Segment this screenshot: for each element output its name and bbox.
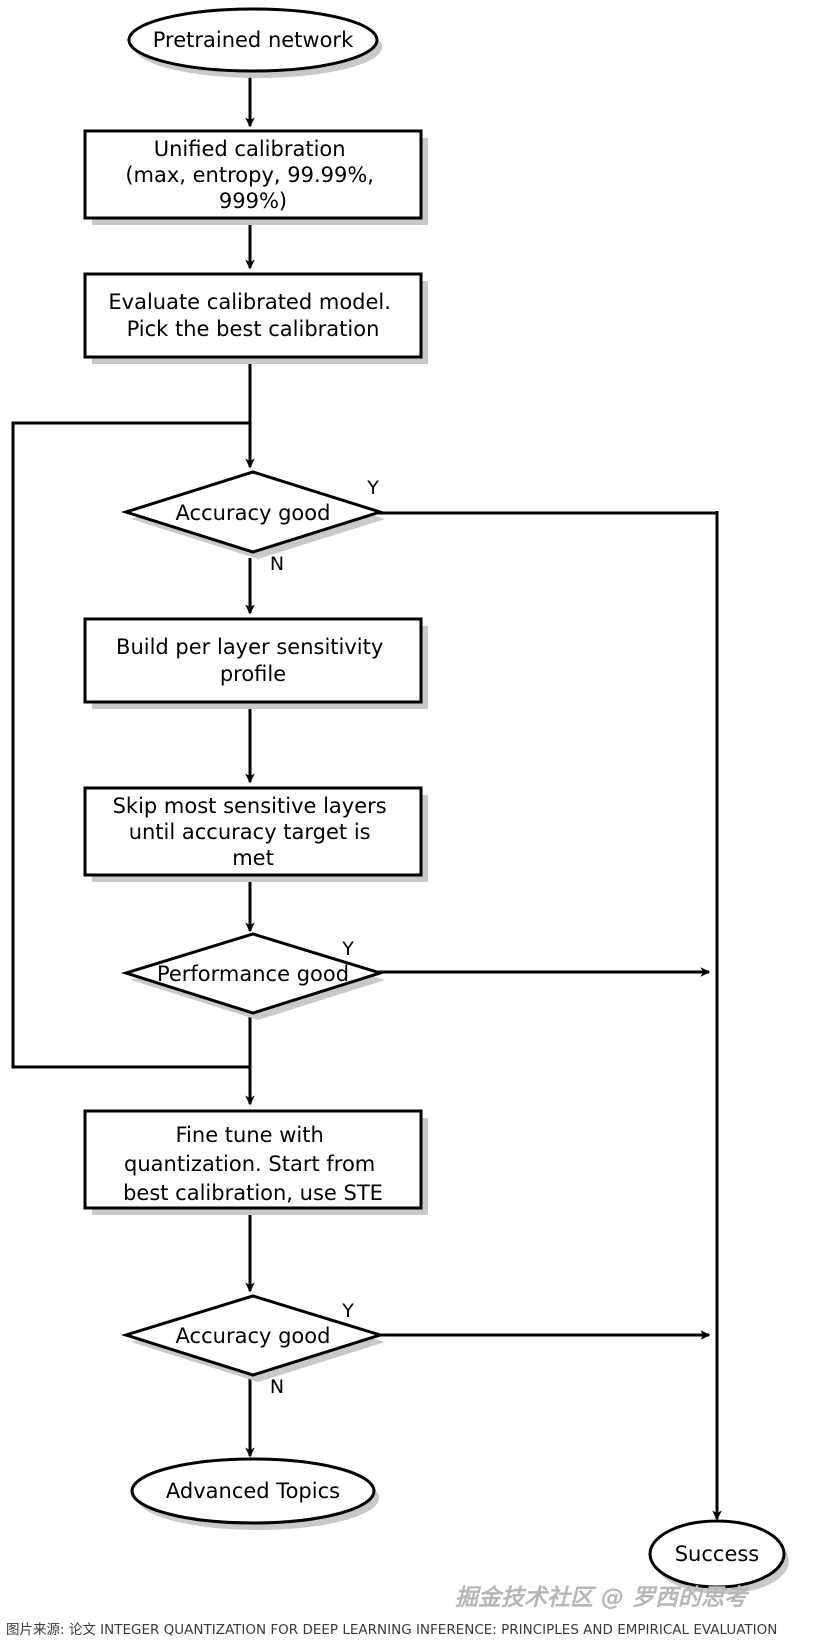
node-performance-good-shape: [120, 932, 386, 1015]
node-performance-good-yes-label: Y: [341, 938, 354, 960]
node-sensitivity-profile-label: Build per layer sensitivity profile: [116, 635, 390, 686]
node-sensitivity-profile-line-1: Build per layer sensitivity: [116, 635, 383, 659]
node-sensitivity-profile[interactable]: Build per layer sensitivity profile: [83, 617, 428, 709]
edge-loopback-rail: [11, 421, 250, 1069]
node-start-shape: [127, 7, 379, 73]
node-fine-tune-shape: [83, 1109, 423, 1210]
node-fine-tune[interactable]: Fine tune with quantization. Start from …: [83, 1109, 428, 1215]
node-evaluate-line-2: Pick the best calibration: [127, 317, 380, 341]
node-success-shape: [648, 1519, 786, 1589]
node-skip-sensitive-layers-line-2: until accuracy target is: [129, 820, 371, 844]
node-calibration-shape: [83, 129, 423, 220]
node-accuracy-good-1[interactable]: Accuracy good Y N: [121, 470, 385, 575]
node-advanced-topics[interactable]: Advanced Topics: [130, 1457, 379, 1530]
node-skip-sensitive-layers-line-3: met: [232, 846, 274, 870]
node-calibration-label: Unified calibration (max, entropy, 99.99…: [125, 137, 380, 213]
node-accuracy-good-1-label: Accuracy good: [176, 501, 331, 525]
node-skip-sensitive-layers-label: Skip most sensitive layers until accurac…: [113, 794, 394, 870]
node-evaluate-label: Evaluate calibrated model. Pick the best…: [108, 290, 397, 341]
node-accuracy-good-1-yes-label: Y: [366, 477, 379, 499]
node-calibration-line-3: 999%): [219, 189, 287, 213]
node-evaluate-line-1: Evaluate calibrated model.: [108, 290, 391, 314]
node-success[interactable]: Success: [648, 1519, 789, 1594]
node-evaluate[interactable]: Evaluate calibrated model. Pick the best…: [83, 272, 428, 364]
node-accuracy-good-2[interactable]: Accuracy good Y N: [120, 1294, 386, 1398]
node-skip-sensitive-layers-shape: [83, 786, 423, 877]
node-performance-good-label: Performance good: [157, 962, 349, 986]
node-performance-good[interactable]: Performance good Y: [120, 932, 386, 1020]
node-advanced-topics-shape: [130, 1457, 376, 1525]
node-sensitivity-profile-shape: [83, 617, 423, 704]
node-accuracy-good-2-yes-label: Y: [341, 1300, 354, 1322]
node-accuracy-good-2-label: Accuracy good: [176, 1324, 331, 1348]
node-evaluate-shape: [83, 272, 423, 359]
node-skip-sensitive-layers[interactable]: Skip most sensitive layers until accurac…: [83, 786, 428, 882]
node-calibration-line-2: (max, entropy, 99.99%,: [125, 163, 374, 187]
node-calibration-line-1: Unified calibration: [154, 137, 346, 161]
node-fine-tune-label: Fine tune with quantization. Start from …: [123, 1123, 383, 1205]
node-fine-tune-line-1: Fine tune with: [176, 1123, 324, 1147]
node-start[interactable]: Pretrained network: [127, 7, 382, 78]
source-caption: 图片来源: 论文 INTEGER QUANTIZATION FOR DEEP L…: [6, 1622, 778, 1638]
node-fine-tune-line-2: quantization. Start from: [124, 1152, 375, 1176]
node-start-label: Pretrained network: [153, 28, 354, 52]
node-accuracy-good-2-shape: [120, 1294, 386, 1377]
node-accuracy-good-1-shape: [121, 470, 385, 554]
node-accuracy-good-1-no-label: N: [270, 553, 284, 575]
node-calibration[interactable]: Unified calibration (max, entropy, 99.99…: [83, 129, 428, 225]
watermark: 掘金技术社区 @ 罗西的思考: [455, 1585, 748, 1611]
node-sensitivity-profile-line-2: profile: [220, 662, 286, 686]
node-fine-tune-line-3: best calibration, use STE: [123, 1181, 383, 1205]
node-advanced-topics-label: Advanced Topics: [166, 1479, 340, 1503]
edge-layer: [11, 72, 722, 1521]
node-success-label: Success: [675, 1542, 760, 1566]
node-skip-sensitive-layers-line-1: Skip most sensitive layers: [113, 794, 387, 818]
node-accuracy-good-2-no-label: N: [270, 1376, 284, 1398]
